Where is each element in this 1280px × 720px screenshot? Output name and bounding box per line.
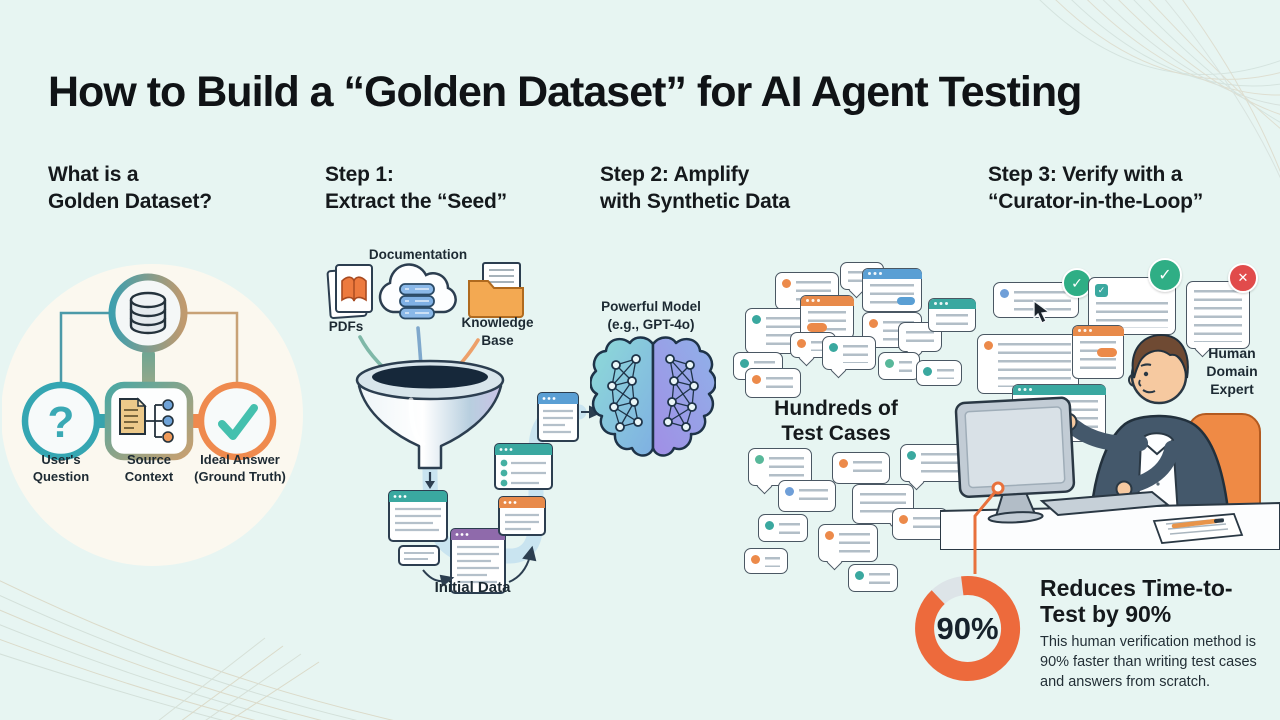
test-case-bubble (832, 452, 890, 484)
review-card (1072, 325, 1124, 379)
knowledge-base-folder-icon (468, 262, 524, 318)
test-case-bubble (745, 368, 801, 398)
pdf-book-icon (326, 264, 373, 319)
label-knowledge-base: Knowledge Base (461, 315, 534, 348)
test-case-bubble (778, 480, 836, 512)
checkmark-icon (218, 404, 258, 440)
label-users-question: User's Question (32, 452, 90, 484)
test-case-bubble (748, 448, 812, 486)
curator-person-illustration (940, 333, 1280, 550)
review-bubble: ✓ (1088, 277, 1176, 335)
label-pdfs: PDFs (328, 319, 364, 334)
stat-heading: Reduces Time-to- Test by 90% (1040, 575, 1233, 627)
source-context-node (104, 381, 194, 461)
test-case-bubble (758, 514, 808, 542)
connector-bracket (59, 311, 239, 385)
x-badge-icon: ✕ (1228, 263, 1258, 293)
ideal-answer-node (197, 381, 277, 461)
users-question-node: ? (21, 381, 101, 461)
golden-dataset-diagram: ? (2, 264, 303, 566)
check-badge-icon: ✓ (1148, 258, 1182, 292)
review-bubble (977, 334, 1079, 394)
cloud-database-icon (378, 263, 457, 320)
heading-step3: Step 3: Verify with a “Curator-in-the-Lo… (988, 163, 1204, 213)
label-powerful-model: Powerful Model (e.g., GPT-4o) (601, 299, 701, 332)
check-square-icon: ✓ (1095, 284, 1108, 297)
question-icon: ? (48, 398, 75, 447)
database-icon (129, 291, 167, 335)
test-case-card (928, 298, 976, 332)
test-case-bubble (852, 484, 914, 524)
source-data-node (108, 273, 188, 353)
heading-step1: Step 1: Extract the “Seed” (325, 163, 507, 213)
stat-connector-line (973, 481, 1005, 574)
label-source-context: Source Context (124, 452, 174, 484)
step1-funnel-diagram (326, 262, 604, 594)
page-title: How to Build a “Golden Dataset” for AI A… (48, 68, 1082, 116)
keyboard-icon (1039, 490, 1171, 517)
initial-data-cards (388, 392, 579, 594)
paper-and-pencil (1152, 513, 1244, 544)
test-case-bubble (818, 524, 878, 562)
donut-chart-90 (915, 576, 1021, 681)
brain-icon (590, 336, 716, 457)
label-ideal-answer: Ideal Answer (Ground Truth) (194, 452, 286, 484)
donut-percent-label: 90% (936, 610, 999, 646)
card-flow-arrows (422, 405, 604, 587)
neural-network-right (663, 354, 699, 432)
heading-step2: Step 2: Amplify with Synthetic Data (600, 163, 790, 213)
funnel-icon (355, 359, 505, 470)
donut-arc-90pct (915, 576, 1021, 681)
test-case-bubble (848, 564, 898, 592)
test-case-bubble (878, 352, 920, 380)
heading-what-is-golden-dataset: What is a Golden Dataset? (48, 163, 212, 213)
test-case-bubble (822, 336, 876, 370)
label-documentation: Documentation (368, 247, 468, 262)
test-case-bubble (744, 548, 788, 574)
document-tree-icon (119, 397, 174, 443)
cursor-icon (1033, 300, 1051, 324)
connector-top-middle (142, 348, 155, 388)
test-case-bubble (892, 508, 948, 540)
test-case-bubble (916, 360, 962, 386)
label-initial-data: Initial Data (434, 579, 511, 596)
label-human-domain-expert: Human Domain Expert (1206, 345, 1258, 398)
test-case-card (862, 268, 922, 312)
stat-body: This human verification method is 90% fa… (1040, 634, 1257, 690)
neural-network-left (607, 354, 643, 432)
label-hundreds-test-cases: Hundreds of Test Cases (774, 397, 898, 446)
monitor-icon (954, 396, 1076, 524)
review-bubble (993, 282, 1079, 318)
